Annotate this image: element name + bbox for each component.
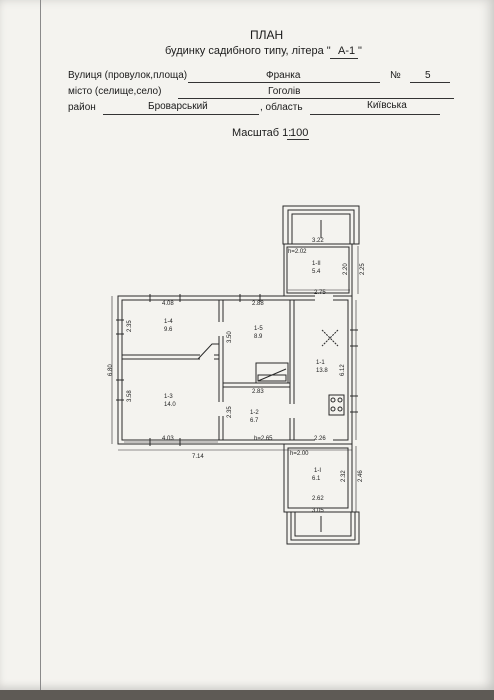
dimension-lines	[111, 246, 359, 512]
street-label: Вулиця (провулок,площа)	[68, 70, 188, 81]
dim-height-house: h=2.65	[254, 436, 273, 442]
litera-close-quote: "	[358, 45, 362, 57]
region-label: , область	[260, 102, 303, 113]
dim-room-1-2-depth: 2.35	[227, 406, 233, 418]
cooker-icon	[328, 394, 345, 416]
light-fixture-icon	[321, 329, 339, 347]
dim-house-width: 7.14	[192, 454, 204, 460]
dim-room-1-1-depth: 6.12	[340, 364, 346, 376]
room-1-4-area: 9.6	[164, 327, 173, 333]
stove-icon	[255, 362, 289, 384]
dim-porch-width-top: 3.22	[312, 238, 324, 244]
room-1-I-area: 6.1	[312, 476, 321, 482]
dim-vestibule-outer: 2.25	[360, 263, 366, 275]
room-1-2-id: 1-2	[250, 410, 259, 416]
number-label: №	[390, 70, 401, 81]
litera-value: А-1	[338, 45, 356, 57]
stair-mark	[197, 343, 219, 360]
region-underline	[310, 114, 440, 115]
room-1-2-area: 6.7	[250, 418, 259, 424]
dim-height-entrance: h=2.00	[290, 451, 309, 457]
room-1-I-id: 1-I	[314, 468, 321, 474]
dim-room-1-4-depth: 2.35	[127, 320, 133, 332]
dim-room-1-5-width: 2.88	[252, 301, 264, 307]
room-1-3-area: 14.0	[164, 402, 176, 408]
house-outline	[117, 295, 353, 445]
door-openings	[200, 295, 333, 445]
document-title: ПЛАН	[250, 28, 284, 42]
binding-margin-line	[40, 0, 41, 690]
scale-label: Масштаб 1:	[232, 127, 292, 139]
dim-height-vestibule: h=2.02	[288, 249, 307, 255]
dim-porch-width-bottom: 3.05	[312, 508, 324, 514]
window-marks	[116, 294, 358, 446]
street-underline	[188, 82, 380, 83]
city-underline	[178, 98, 454, 99]
room-1-II-area: 5.4	[312, 269, 321, 275]
room-1-5-area: 8.9	[254, 334, 263, 340]
room-1-5-id: 1-5	[254, 326, 263, 332]
dim-entrance-outer: 2.46	[358, 470, 364, 482]
interior-walls	[122, 299, 295, 441]
dim-entrance-depth: 2.32	[341, 470, 347, 482]
dim-room-1-4-width: 4.08	[162, 301, 174, 307]
dim-room-1-3-depth: 3.58	[127, 390, 133, 402]
district-label: район	[68, 102, 96, 113]
room-1-1-area: 13.8	[316, 368, 328, 374]
dim-entrance-width: 2.62	[312, 496, 324, 502]
number-value: 5	[425, 70, 431, 81]
dim-room-1-5-depth: 3.50	[227, 331, 233, 343]
city-value: Гоголів	[268, 86, 301, 97]
scale-underline	[287, 139, 309, 140]
room-1-II-id: 1-II	[312, 261, 321, 267]
street-value: Франка	[266, 70, 301, 81]
dim-room-1-3-width: 4.03	[162, 436, 174, 442]
document-subtitle: будинку садибного типу, літера "	[165, 45, 331, 57]
district-underline	[103, 114, 259, 115]
region-value: Київська	[367, 100, 407, 111]
room-1-1-id: 1-1	[316, 360, 325, 366]
room-1-3-id: 1-3	[164, 394, 173, 400]
dim-vestibule-depth: 2.20	[343, 263, 349, 275]
district-value: Броварський	[148, 101, 208, 112]
dim-vestibule-width: 2.75	[314, 290, 326, 296]
room-1-4-id: 1-4	[164, 319, 173, 325]
number-underline	[410, 82, 450, 83]
dim-room-1-1-width: 2.26	[314, 436, 326, 442]
bottom-porch	[286, 511, 360, 545]
litera-underline	[330, 58, 358, 59]
dim-house-depth: 6.80	[108, 364, 114, 376]
dim-room-1-2-width: 2.83	[252, 389, 264, 395]
scale-value: 100	[290, 127, 309, 139]
city-label: місто (селище,село)	[68, 86, 162, 97]
